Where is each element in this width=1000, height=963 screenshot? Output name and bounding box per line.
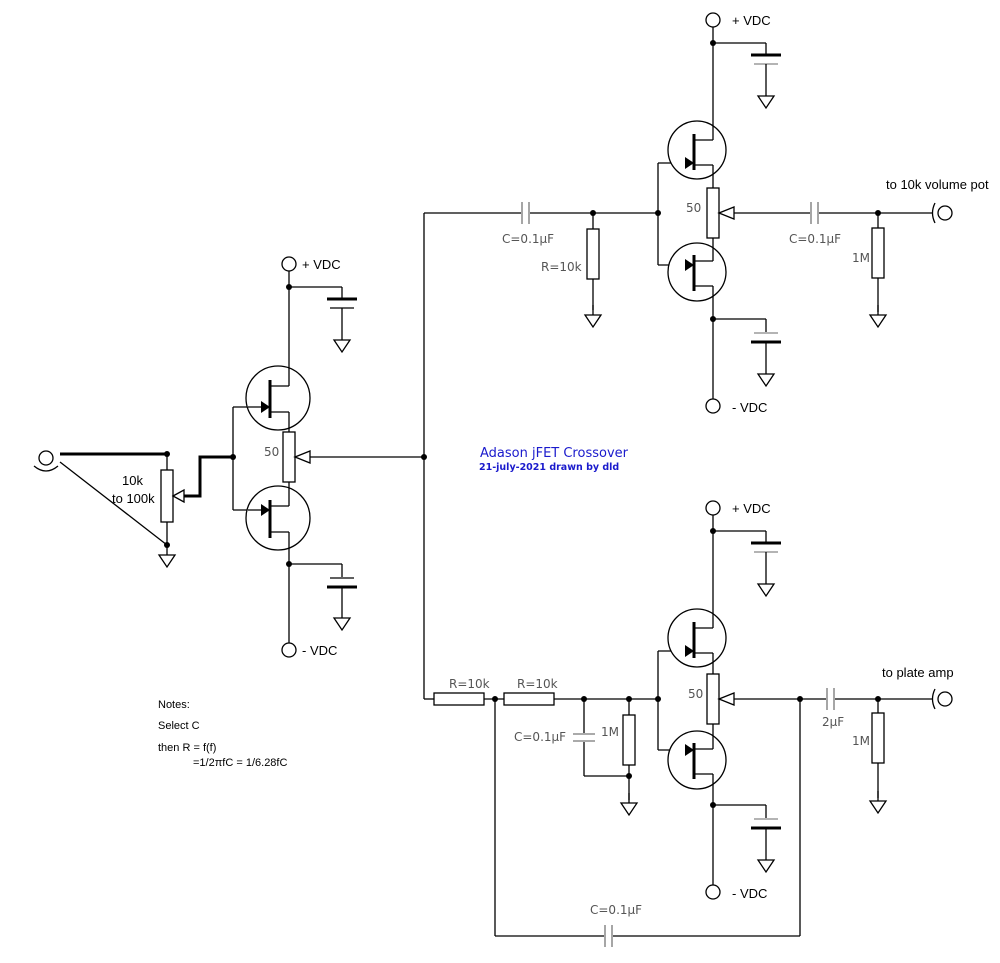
top-cap xyxy=(521,202,530,224)
vdc-pos-label-2: + VDC xyxy=(732,13,771,28)
bottom-r1-label: R=10k xyxy=(449,677,490,691)
input-jack xyxy=(33,450,59,472)
pot50-label-1: 50 xyxy=(264,445,279,459)
bottom-out-cap-label: 2µF xyxy=(822,715,844,729)
bottom-output-cap xyxy=(826,688,835,710)
top-r-label: R=10k xyxy=(541,260,582,274)
input-pot-label: 10k xyxy=(122,473,143,488)
vdc-neg-label-3: - VDC xyxy=(732,886,767,901)
bottom-resistor-2 xyxy=(503,692,555,706)
bottom-1m-label: 1M xyxy=(601,725,619,739)
vdc-neg-label-1: - VDC xyxy=(302,643,337,658)
input-buffer-stage xyxy=(232,256,424,658)
bottom-1m-resistor xyxy=(622,714,636,766)
bottom-out-1m-resistor xyxy=(871,712,885,764)
pot50-label-2: 50 xyxy=(686,201,701,215)
bottom-r2-label: R=10k xyxy=(517,677,558,691)
notes-line-1: Select C xyxy=(158,720,200,732)
diagram-title: Adason jFET Crossover xyxy=(480,446,629,461)
feedback-cap-label: C=0.1µF xyxy=(590,903,642,917)
notes-line-2: then R = f(f) xyxy=(158,742,216,754)
feedback-cap xyxy=(604,925,613,947)
bottom-shunt-cap xyxy=(573,699,629,777)
top-output-cap xyxy=(810,202,819,224)
diagram-subtitle: 21-july-2021 drawn by dld xyxy=(479,462,619,473)
top-cap-label: C=0.1µF xyxy=(502,232,554,246)
vdc-pos-label-3: + VDC xyxy=(732,501,771,516)
vdc-pos-label-1: + VDC xyxy=(302,257,341,272)
input-potentiometer xyxy=(160,454,185,545)
top-output-jack xyxy=(931,202,953,224)
top-1m-resistor xyxy=(871,227,885,279)
notes: Notes: Select C then R = f(f) =1/2πfC = … xyxy=(158,699,287,769)
top-output-label: to 10k volume pot xyxy=(886,177,989,192)
bottom-output-jack xyxy=(931,688,953,710)
top-resistor xyxy=(586,213,600,310)
pot50-label-3: 50 xyxy=(688,687,703,701)
input-pot-label-b: to 100k xyxy=(112,491,155,506)
bottom-shunt-cap-label: C=0.1µF xyxy=(514,730,566,744)
bottom-output-label: to plate amp xyxy=(882,665,954,680)
notes-heading: Notes: xyxy=(158,699,190,711)
bottom-resistor-1 xyxy=(433,692,485,706)
bottom-out-1m-label: 1M xyxy=(852,734,870,748)
vdc-neg-label-2: - VDC xyxy=(732,400,767,415)
bottom-buffer-stage xyxy=(657,500,781,900)
top-out-cap-label: C=0.1µF xyxy=(789,232,841,246)
top-1m-label: 1M xyxy=(852,251,870,265)
notes-line-3: =1/2πfC = 1/6.28fC xyxy=(193,757,287,769)
